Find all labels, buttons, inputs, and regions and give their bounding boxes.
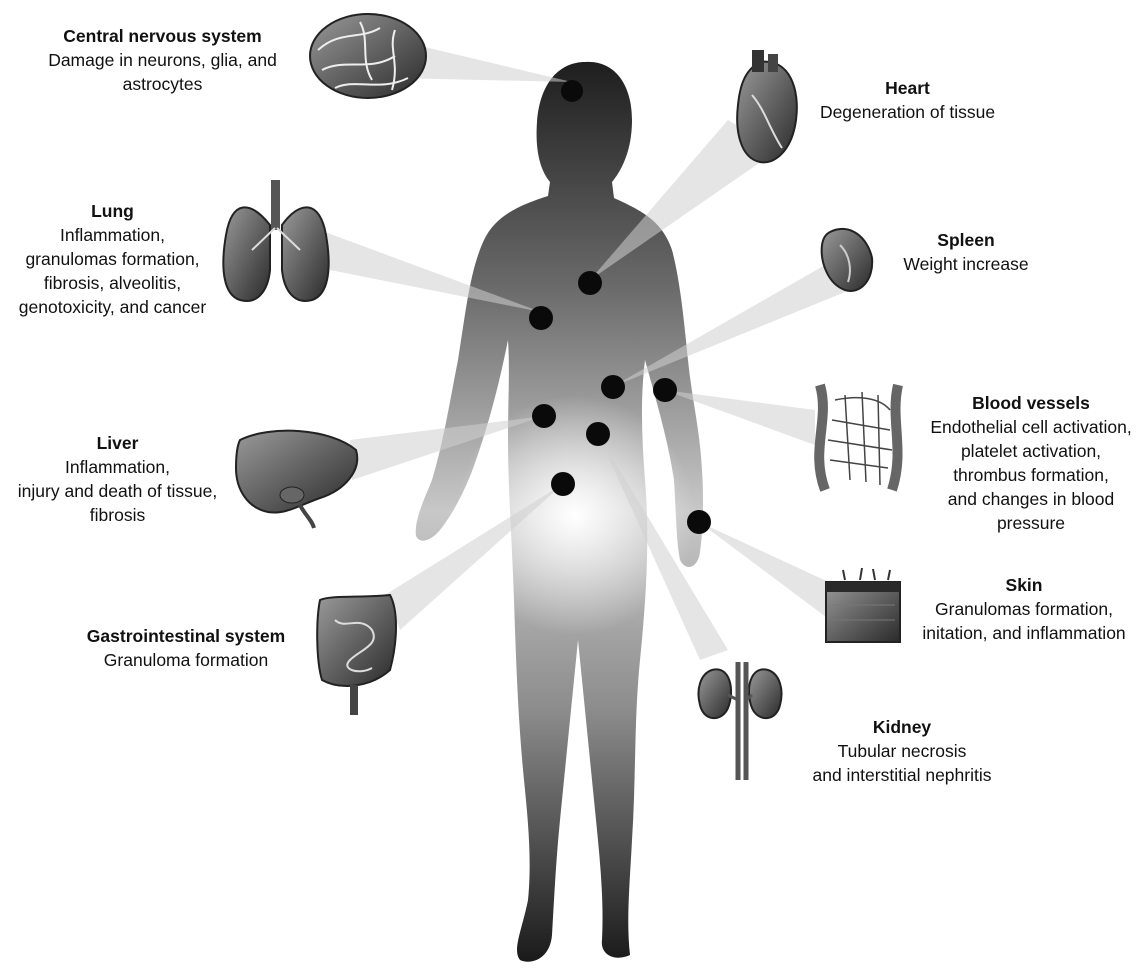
label-title: Central nervous system: [30, 24, 295, 48]
label-skin: Skin Granulomas formation, initation, an…: [907, 573, 1141, 645]
label-title: Spleen: [885, 228, 1047, 252]
label-description: Weight increase: [885, 252, 1047, 276]
label-heart: Heart Degeneration of tissue: [800, 76, 1015, 124]
label-title: Liver: [5, 431, 230, 455]
label-description: Inflammation, granulomas formation, fibr…: [5, 223, 220, 319]
lungs-icon: [223, 180, 328, 301]
label-description: Damage in neurons, glia, and astrocytes: [30, 48, 295, 96]
intestine-icon: [317, 595, 396, 715]
marker-blood-vessels: [653, 378, 677, 402]
label-description: Tubular necrosis and interstitial nephri…: [793, 739, 1011, 787]
label-description: Granuloma formation: [66, 648, 306, 672]
marker-lung: [529, 306, 553, 330]
marker-spleen: [601, 375, 625, 399]
label-liver: Liver Inflammation, injury and death of …: [5, 431, 230, 527]
brain-icon: [310, 14, 426, 98]
human-body: [416, 62, 703, 962]
marker-liver: [532, 404, 556, 428]
label-title: Kidney: [793, 715, 1011, 739]
blood-vessels-icon: [819, 385, 898, 490]
label-lung: Lung Inflammation, granulomas formation,…: [5, 199, 220, 319]
label-description: Degeneration of tissue: [800, 100, 1015, 124]
skin-icon: [826, 568, 900, 642]
label-blood-vessels: Blood vessels Endothelial cell activatio…: [920, 391, 1142, 535]
label-title: Lung: [5, 199, 220, 223]
kidney-icon: [699, 662, 782, 780]
label-kidney: Kidney Tubular necrosis and interstitial…: [793, 715, 1011, 787]
label-spleen: Spleen Weight increase: [885, 228, 1047, 276]
label-description: Endothelial cell activation, platelet ac…: [920, 415, 1142, 535]
marker-heart: [578, 271, 602, 295]
marker-kidney: [586, 422, 610, 446]
liver-icon: [236, 431, 357, 528]
label-title: Skin: [907, 573, 1141, 597]
heart-icon: [737, 50, 797, 162]
label-description: Inflammation, injury and death of tissue…: [5, 455, 230, 527]
beam-skin: [699, 522, 835, 620]
label-title: Heart: [800, 76, 1015, 100]
marker-cns: [561, 80, 583, 102]
label-title: Blood vessels: [920, 391, 1142, 415]
label-title: Gastrointestinal system: [66, 624, 306, 648]
label-cns: Central nervous system Damage in neurons…: [30, 24, 295, 96]
label-description: Granulomas formation, initation, and inf…: [907, 597, 1141, 645]
marker-gi: [551, 472, 575, 496]
marker-skin: [687, 510, 711, 534]
label-gi: Gastrointestinal system Granuloma format…: [66, 624, 306, 672]
